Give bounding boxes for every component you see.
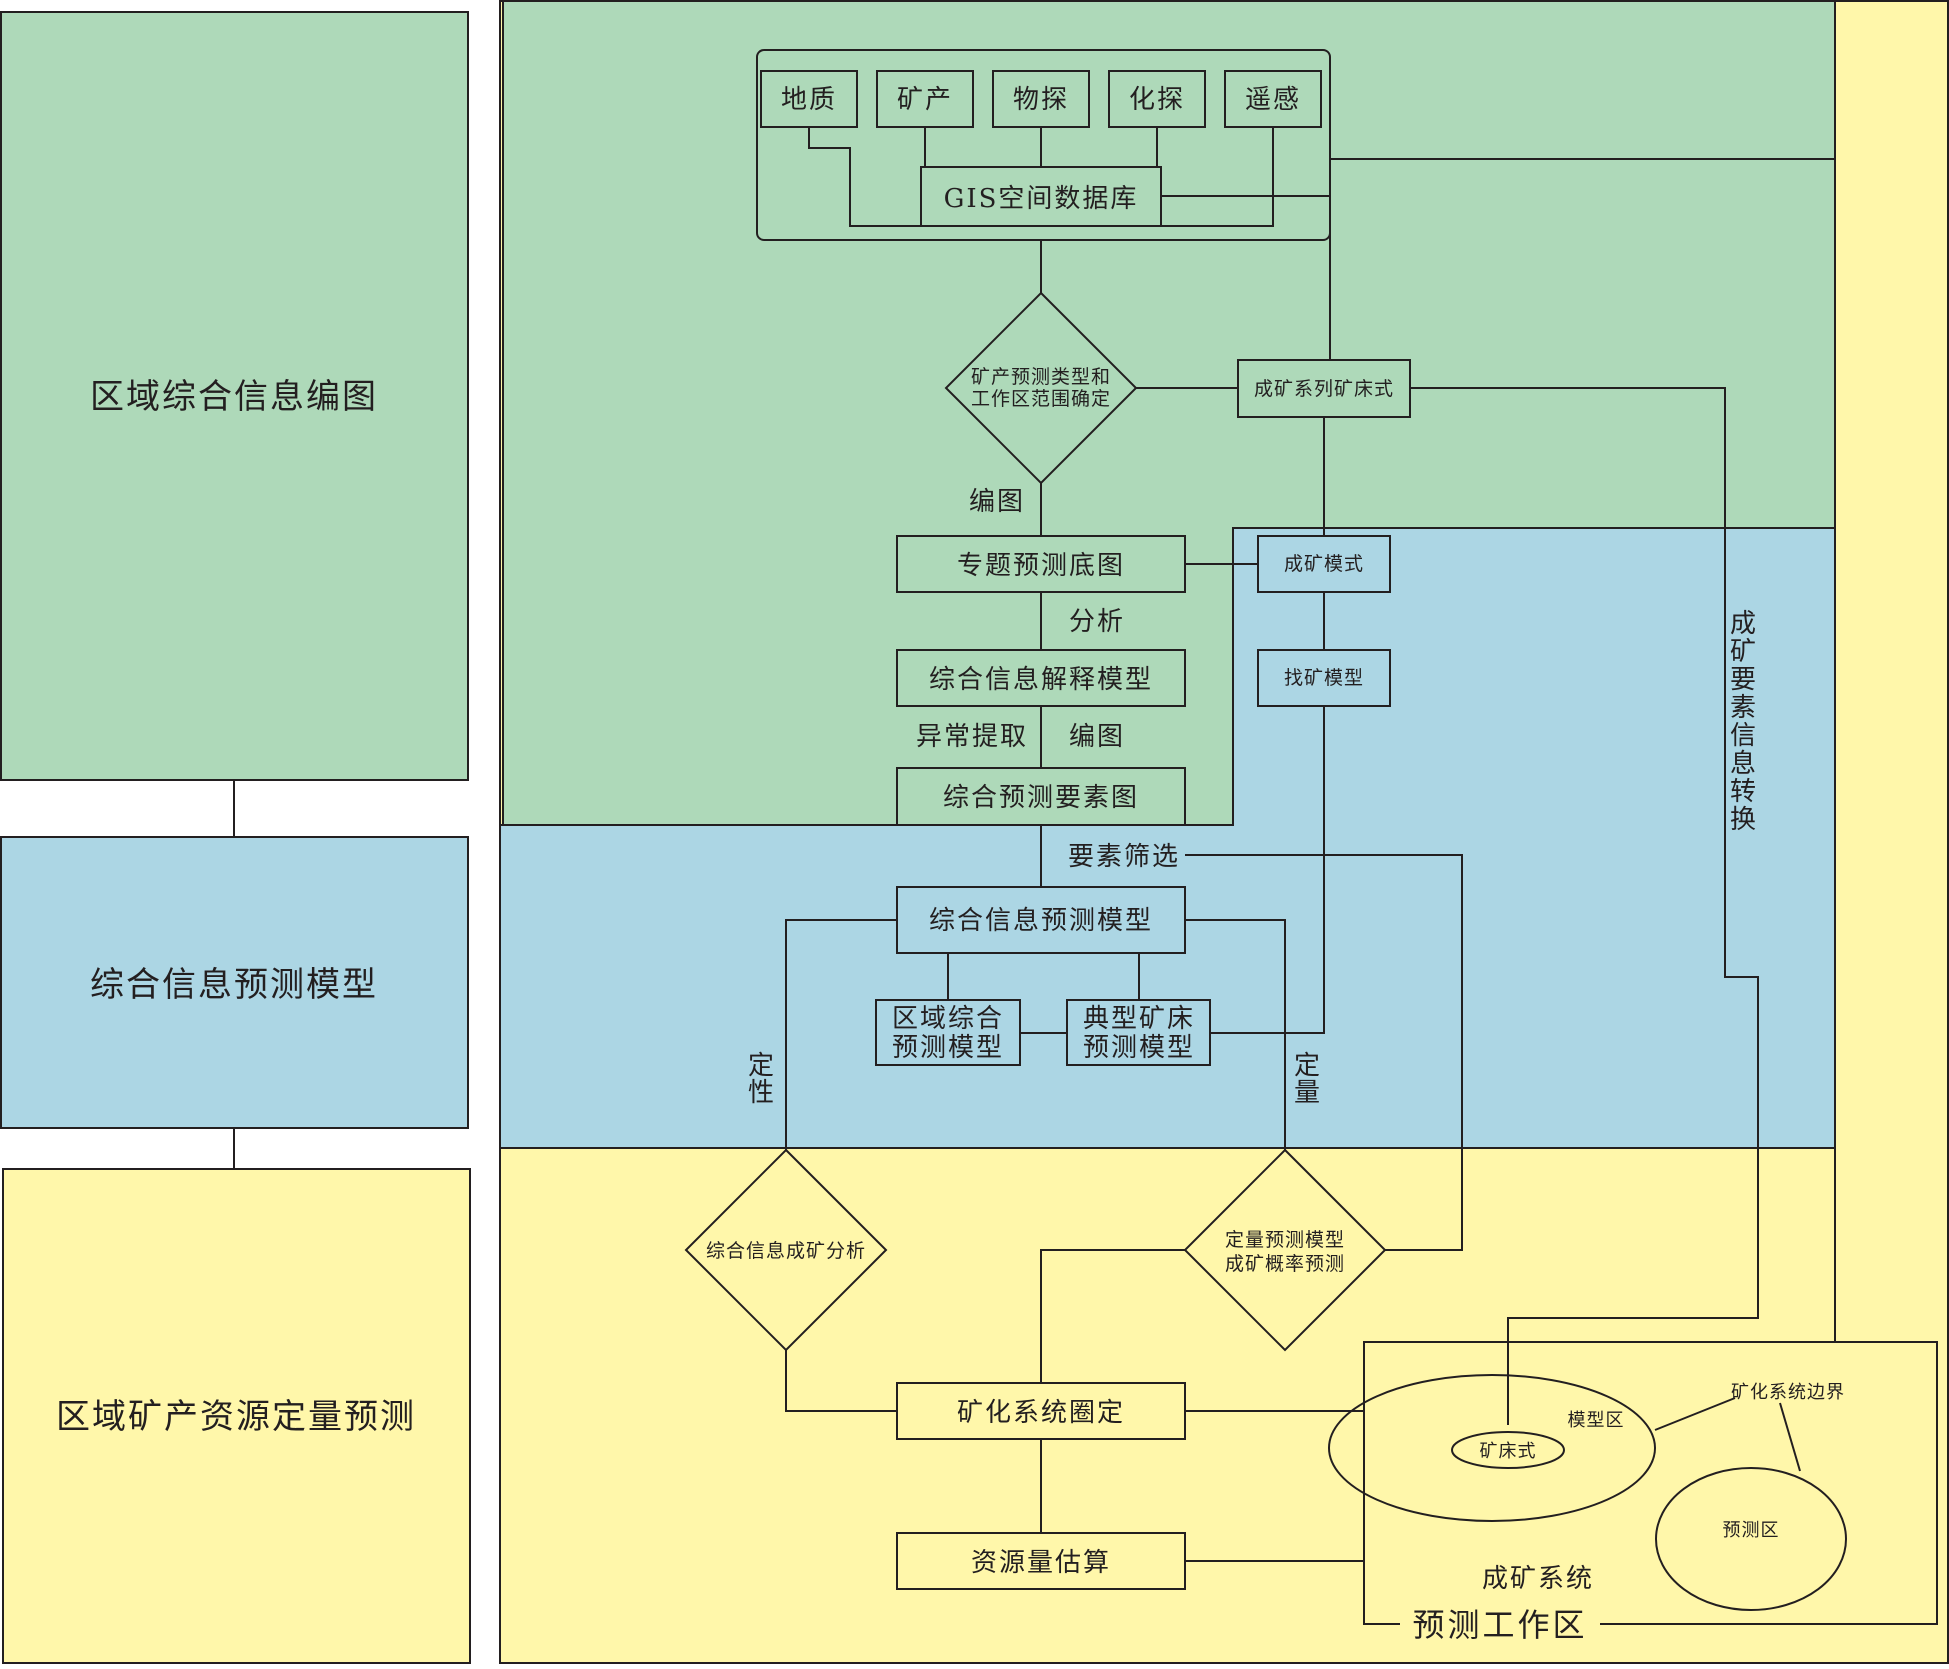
metallogenic-series-label: 成矿系列矿床式	[1254, 378, 1394, 400]
svg-text:成: 成	[1730, 609, 1758, 639]
decision-quantitative-probability[interactable]: 定量预测模型 成矿概率预测	[1183, 1148, 1387, 1352]
decision-quantitative-line2: 成矿概率预测	[1225, 1253, 1345, 1275]
thematic-base-map-label: 专题预测底图	[957, 551, 1125, 581]
work-area-label: 预测工作区	[1412, 1606, 1587, 1644]
decision-quantitative-line1: 定量预测模型	[1225, 1229, 1345, 1251]
left-panel-compile	[0, 11, 469, 781]
label-quantitative-1: 定	[1294, 1051, 1322, 1081]
label-qualitative-2: 性	[748, 1078, 776, 1108]
element-map-node[interactable]: 综合预测要素图	[896, 767, 1186, 826]
metallogenic-model-label: 成矿模式	[1284, 553, 1364, 575]
source-remote-sensing[interactable]: 遥感	[1224, 70, 1322, 128]
conversion-vertical-label: 成 矿 要 素 信 息 转 换	[1730, 609, 1758, 835]
typical-deposit-model-node[interactable]: 典型矿床 预测模型	[1066, 999, 1211, 1066]
deposit-type-label: 矿床式	[1480, 1441, 1537, 1462]
label-qualitative-1: 定	[748, 1051, 776, 1081]
thematic-base-map-node[interactable]: 专题预测底图	[896, 535, 1186, 593]
source-remote-sensing-label: 遥感	[1245, 85, 1301, 115]
label-anomaly-extract: 异常提取	[916, 722, 1028, 752]
svg-text:息: 息	[1730, 749, 1758, 779]
label-element-screen: 要素筛选	[1068, 842, 1180, 872]
regional-model-node[interactable]: 区域综合 预测模型	[875, 999, 1021, 1066]
decision-type-range-line2: 工作区范围确定	[971, 388, 1111, 410]
model-area-ellipse	[1328, 1374, 1656, 1522]
predict-area-ellipse	[1655, 1467, 1847, 1611]
decision-type-range-line1: 矿产预测类型和	[971, 366, 1111, 388]
svg-text:素: 素	[1730, 693, 1758, 723]
deposit-type-ellipse	[1451, 1431, 1565, 1469]
source-geophysics[interactable]: 物探	[992, 70, 1090, 128]
prospecting-model-label: 找矿模型	[1284, 667, 1364, 689]
left-panel-predict	[2, 1168, 471, 1664]
left-panel-model-label: 综合信息预测模型	[90, 965, 378, 1005]
system-boundary-label: 矿化系统边界	[1731, 1382, 1845, 1403]
green-region	[502, 0, 1836, 826]
typical-deposit-model-line2: 预测模型	[1083, 1033, 1195, 1063]
source-geophysics-label: 物探	[1013, 85, 1069, 115]
label-compile-1: 编图	[969, 487, 1025, 517]
left-panel-compile-label: 区域综合信息编图	[90, 377, 378, 417]
prediction-model-node[interactable]: 综合信息预测模型	[896, 886, 1186, 954]
source-geology-label: 地质	[781, 85, 837, 115]
label-analyze: 分析	[1069, 607, 1125, 637]
gis-database-node[interactable]: GIS空间数据库	[920, 166, 1162, 227]
interpretation-model-label: 综合信息解释模型	[929, 665, 1153, 695]
metallogenic-system-label: 成矿系统	[1482, 1564, 1594, 1594]
left-panel-predict-label: 区域矿产资源定量预测	[56, 1397, 416, 1437]
mineralization-delineate-label: 矿化系统圈定	[957, 1398, 1125, 1428]
source-minerals-label: 矿产	[897, 85, 953, 115]
source-geochemistry-label: 化探	[1129, 85, 1185, 115]
regional-model-line2: 预测模型	[892, 1033, 1004, 1063]
element-map-label: 综合预测要素图	[943, 783, 1139, 813]
resource-estimate-label: 资源量估算	[971, 1548, 1111, 1578]
resource-estimate-node[interactable]: 资源量估算	[896, 1532, 1186, 1590]
label-quantitative-2: 量	[1294, 1078, 1322, 1108]
prediction-model-label: 综合信息预测模型	[929, 906, 1153, 936]
label-compile-2: 编图	[1069, 722, 1125, 752]
svg-text:转: 转	[1730, 777, 1758, 807]
decision-integrated-analysis-label: 综合信息成矿分析	[706, 1240, 866, 1262]
work-area-frame	[1363, 1341, 1938, 1625]
model-area-label: 模型区	[1568, 1410, 1625, 1431]
interpretation-model-node[interactable]: 综合信息解释模型	[896, 649, 1186, 707]
left-panel-model	[0, 836, 469, 1129]
svg-text:矿: 矿	[1730, 637, 1758, 667]
data-sources-group	[756, 49, 1331, 241]
regional-model-line1: 区域综合	[892, 1004, 1004, 1034]
svg-text:换: 换	[1730, 805, 1758, 835]
svg-text:要: 要	[1730, 665, 1758, 695]
typical-deposit-model-line1: 典型矿床	[1083, 1004, 1195, 1034]
svg-text:信: 信	[1730, 721, 1758, 751]
gis-database-label: GIS空间数据库	[944, 184, 1139, 214]
source-minerals[interactable]: 矿产	[876, 70, 974, 128]
predict-area-label: 预测区	[1723, 1520, 1780, 1541]
